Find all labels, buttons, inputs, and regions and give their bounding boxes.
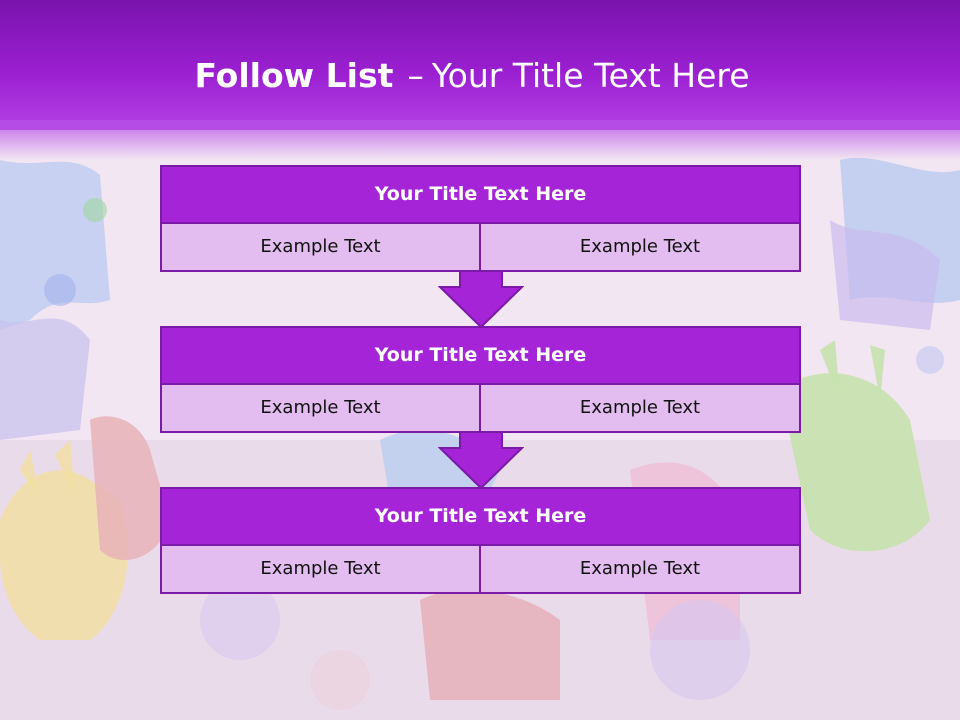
slide-title: Follow List–Your Title Text Here xyxy=(0,52,944,100)
list-box-title: Your Title Text Here xyxy=(160,165,801,224)
list-box-cell-left: Example Text xyxy=(160,544,481,594)
slide-title-rest: Your Title Text Here xyxy=(431,56,750,95)
list-box-3: Your Title Text Here Example Text Exampl… xyxy=(160,487,801,594)
list-box-cell-right: Example Text xyxy=(479,222,801,272)
slide-title-bold: Follow List xyxy=(194,56,394,95)
slide-title-dash: – xyxy=(407,56,424,95)
title-bar-fade xyxy=(0,120,960,160)
list-box-cell-right: Example Text xyxy=(479,383,801,433)
list-box-cell-right: Example Text xyxy=(479,544,801,594)
list-box-title: Your Title Text Here xyxy=(160,326,801,385)
list-box-1: Your Title Text Here Example Text Exampl… xyxy=(160,165,801,272)
list-box-2: Your Title Text Here Example Text Exampl… xyxy=(160,326,801,433)
title-bar xyxy=(0,0,960,130)
down-arrow-icon xyxy=(438,431,524,489)
list-box-title: Your Title Text Here xyxy=(160,487,801,546)
list-box-cell-left: Example Text xyxy=(160,222,481,272)
down-arrow-icon xyxy=(438,270,524,328)
list-box-cell-left: Example Text xyxy=(160,383,481,433)
